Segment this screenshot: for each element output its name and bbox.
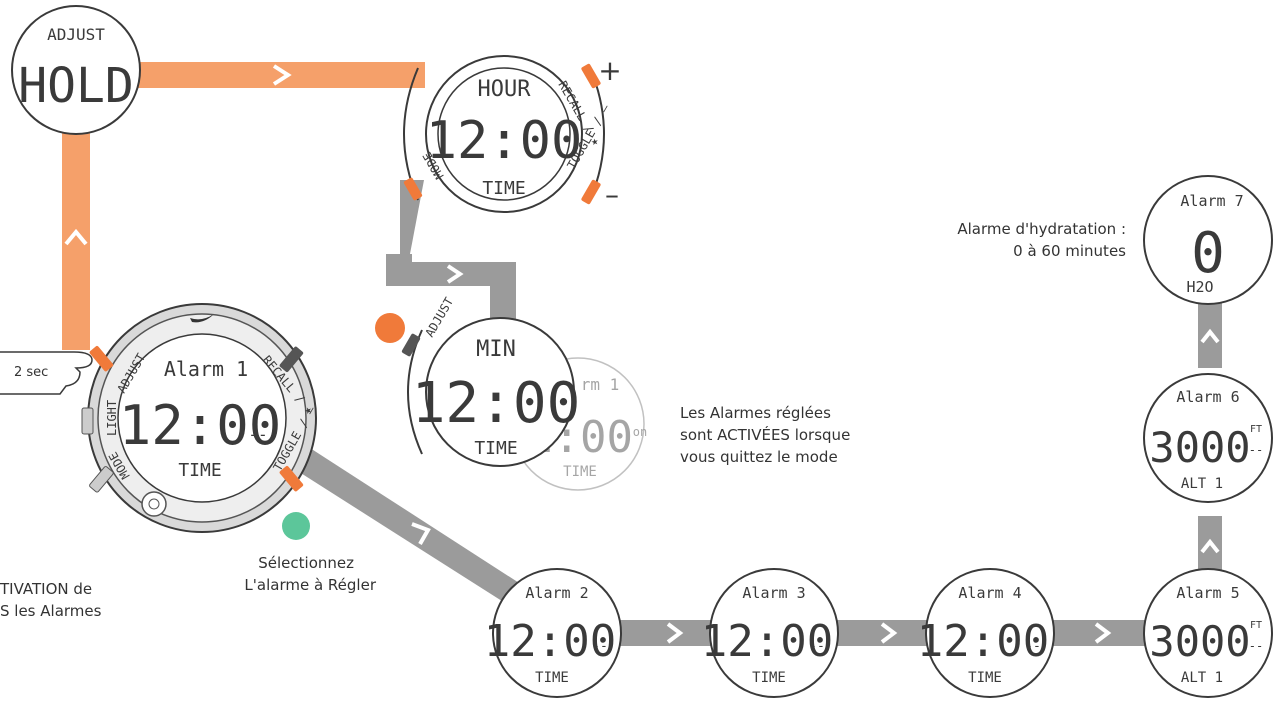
alarm-5-top: Alarm 5 [1176, 584, 1239, 602]
alarm-7-top: Alarm 7 [1180, 192, 1243, 210]
alarm-2-top: Alarm 2 [525, 584, 588, 602]
alarm-2-suffix: -- [592, 639, 608, 654]
alarm-4-suffix: -- [1025, 639, 1041, 654]
alarm-3-screen: Alarm 3 12:00 -- TIME [701, 568, 839, 698]
alarm-4-top: Alarm 4 [958, 584, 1021, 602]
watch-label-light: LIGHT [105, 400, 119, 436]
alarm-3-time: 12:00 [701, 616, 833, 667]
alarm-5-bottom: ALT 1 [1181, 670, 1223, 686]
hydration-note: Alarme d'hydratation : 0 à 60 minutes [957, 220, 1126, 260]
ghost-top: rm 1 [581, 375, 620, 394]
alarm-4-bottom: TIME [968, 670, 1002, 686]
orange-dot [375, 313, 405, 343]
alarm-7-screen: Alarm 7 0 H2O [1143, 175, 1273, 305]
svg-text:S les Alarmes: S les Alarmes [0, 602, 102, 620]
alarm-6-bottom: ALT 1 [1181, 476, 1223, 492]
hour-screen-top: HOUR [478, 77, 532, 102]
min-btn-left-label: ADJUST [422, 295, 456, 340]
watch-adjust-button[interactable] [89, 345, 114, 372]
svg-text:TIVATION de: TIVATION de [0, 580, 92, 598]
alarms-enabled-note: Les Alarmes réglées sont ACTIVÉES lorsqu… [680, 404, 850, 466]
activation-note: TIVATION de S les Alarmes [0, 580, 102, 620]
hand-press-icon: 2 sec [0, 351, 93, 395]
crosshair-icon [141, 491, 167, 517]
ghost-suffix: on [633, 425, 647, 439]
alarm-5-screen: Alarm 5 3000 FT -- ALT 1 [1143, 568, 1273, 698]
min-screen: MIN 12:00 TIME ADJUST [401, 295, 581, 467]
watch-light-button[interactable] [81, 407, 94, 435]
watch-toggle-button[interactable] [279, 465, 304, 492]
plus-sign: + [598, 54, 621, 87]
alarm-2-screen: Alarm 2 12:00 -- TIME [484, 568, 622, 698]
alarm-3-suffix: -- [809, 639, 825, 654]
svg-text:Les Alarmes réglées: Les Alarmes réglées [680, 404, 831, 422]
svg-text:sont ACTIVÉES lorsque: sont ACTIVÉES lorsque [680, 425, 850, 444]
watch-mode-button[interactable] [89, 466, 114, 493]
brand-swoosh-icon [190, 314, 214, 323]
watch-top: Alarm 1 [164, 357, 248, 381]
orange-arrow-chevrons [64, 64, 292, 246]
adjust-hold-main: HOLD [18, 58, 134, 114]
adjust-hold-screen: ADJUST HOLD [11, 5, 141, 135]
alarm-3-bottom: TIME [752, 670, 786, 686]
watch-time: 12:00 [119, 394, 282, 457]
svg-text:Alarme d'hydratation :: Alarme d'hydratation : [957, 220, 1126, 238]
watch-bottom: TIME [178, 460, 221, 481]
hour-plus-button[interactable] [581, 63, 602, 89]
alarm-7-bottom: H2O [1186, 278, 1213, 296]
alarm-6-suffix: -- [1249, 443, 1263, 457]
svg-text:Sélectionnez: Sélectionnez [258, 554, 354, 572]
min-screen-top: MIN [476, 337, 516, 362]
alarm-2-bottom: TIME [535, 670, 569, 686]
green-dot [282, 512, 310, 540]
min-screen-bottom: TIME [474, 438, 517, 459]
main-watch: Alarm 1 12:00 -- TIME ADJUST LIGHT MODE … [81, 303, 319, 533]
alarm-5-value: 3000 [1149, 617, 1250, 666]
hour-screen-bottom: TIME [482, 178, 525, 199]
alarm-2-time: 12:00 [484, 616, 616, 667]
alarm-4-time: 12:00 [917, 616, 1049, 667]
alarm-6-unit: FT [1250, 424, 1262, 435]
hour-screen-time: 12:00 [426, 111, 583, 171]
alarm-6-screen: Alarm 6 3000 FT -- ALT 1 [1143, 373, 1273, 503]
min-adjust-button[interactable] [401, 333, 421, 357]
alarm-6-top: Alarm 6 [1176, 388, 1239, 406]
watch-suffix: -- [248, 425, 267, 444]
hour-screen: HOUR 12:00 TIME RECALL / ★ TOGGLE / – MO… [403, 55, 613, 213]
adjust-hold-top: ADJUST [47, 25, 105, 44]
alarm-5-suffix: -- [1249, 639, 1263, 653]
hour-mode-button[interactable] [403, 177, 423, 201]
minus-sign: – [605, 178, 619, 211]
gray-arrow-chevrons [411, 264, 1220, 644]
min-screen-time: 12:00 [412, 371, 581, 436]
svg-text:vous quittez le mode: vous quittez le mode [680, 448, 838, 466]
two-sec-label: 2 sec [14, 365, 48, 380]
watch-recall-button[interactable] [279, 346, 304, 373]
alarm-6-value: 3000 [1149, 423, 1250, 472]
svg-text:0 à 60 minutes: 0 à 60 minutes [1013, 242, 1126, 260]
alarm-4-screen: Alarm 4 12:00 -- TIME [917, 568, 1055, 698]
hour-minus-button[interactable] [581, 179, 602, 205]
svg-text:L'alarme à Régler: L'alarme à Régler [244, 576, 376, 594]
alarm-3-top: Alarm 3 [742, 584, 805, 602]
alarm-5-unit: FT [1250, 620, 1262, 631]
ghost-bottom: TIME [563, 464, 597, 480]
select-note: Sélectionnez L'alarme à Régler [244, 554, 376, 594]
alarm-7-value: 0 [1191, 221, 1225, 286]
